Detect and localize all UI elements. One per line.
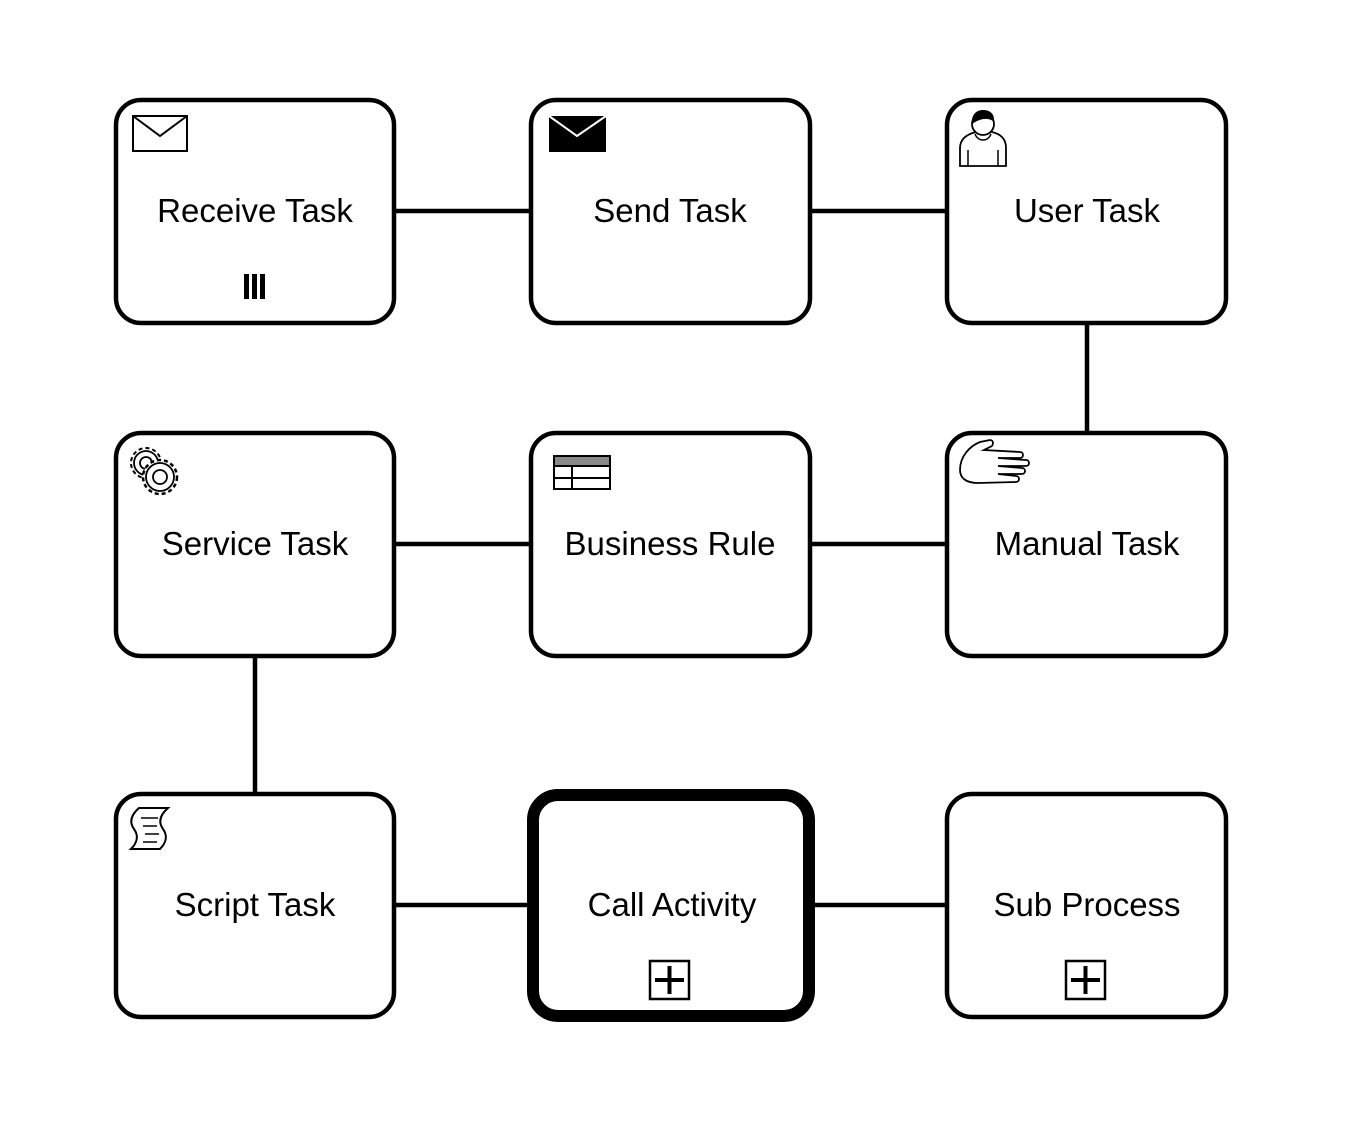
user-icon (959, 110, 1007, 167)
business-rule-task[interactable]: Business Rule (528, 430, 813, 659)
receive-task[interactable]: Receive Task (113, 97, 397, 326)
envelope-open-icon (132, 115, 188, 152)
table-icon (553, 455, 611, 490)
task-label: Call Activity (588, 886, 757, 923)
script-task[interactable]: Script Task (113, 791, 397, 1020)
script-icon (128, 807, 171, 850)
hand-icon (959, 439, 1030, 484)
task-label: Send Task (593, 192, 747, 229)
connections (252, 208, 1090, 908)
manual-task[interactable]: Manual Task (944, 430, 1229, 659)
collapsed-subprocess-icon (1064, 959, 1107, 1001)
send-task[interactable]: Send Task (528, 97, 813, 326)
service-task[interactable]: Service Task (113, 430, 397, 659)
gears-icon (130, 447, 179, 496)
task-label: Receive Task (157, 192, 353, 229)
task-label: Manual Task (995, 525, 1180, 562)
user-task[interactable]: User Task (944, 97, 1229, 326)
task-label: Service Task (162, 525, 349, 562)
task-label: Script Task (175, 886, 336, 923)
task-label: Business Rule (565, 525, 776, 562)
task-label: User Task (1014, 192, 1161, 229)
collapsed-subprocess-icon (648, 959, 691, 1001)
task-label: Sub Process (993, 886, 1180, 923)
parallel-multi-instance-icon (244, 274, 265, 299)
call-activity[interactable]: Call Activity (527, 789, 815, 1022)
sub-process[interactable]: Sub Process (944, 791, 1229, 1020)
envelope-filled-icon (548, 115, 607, 152)
